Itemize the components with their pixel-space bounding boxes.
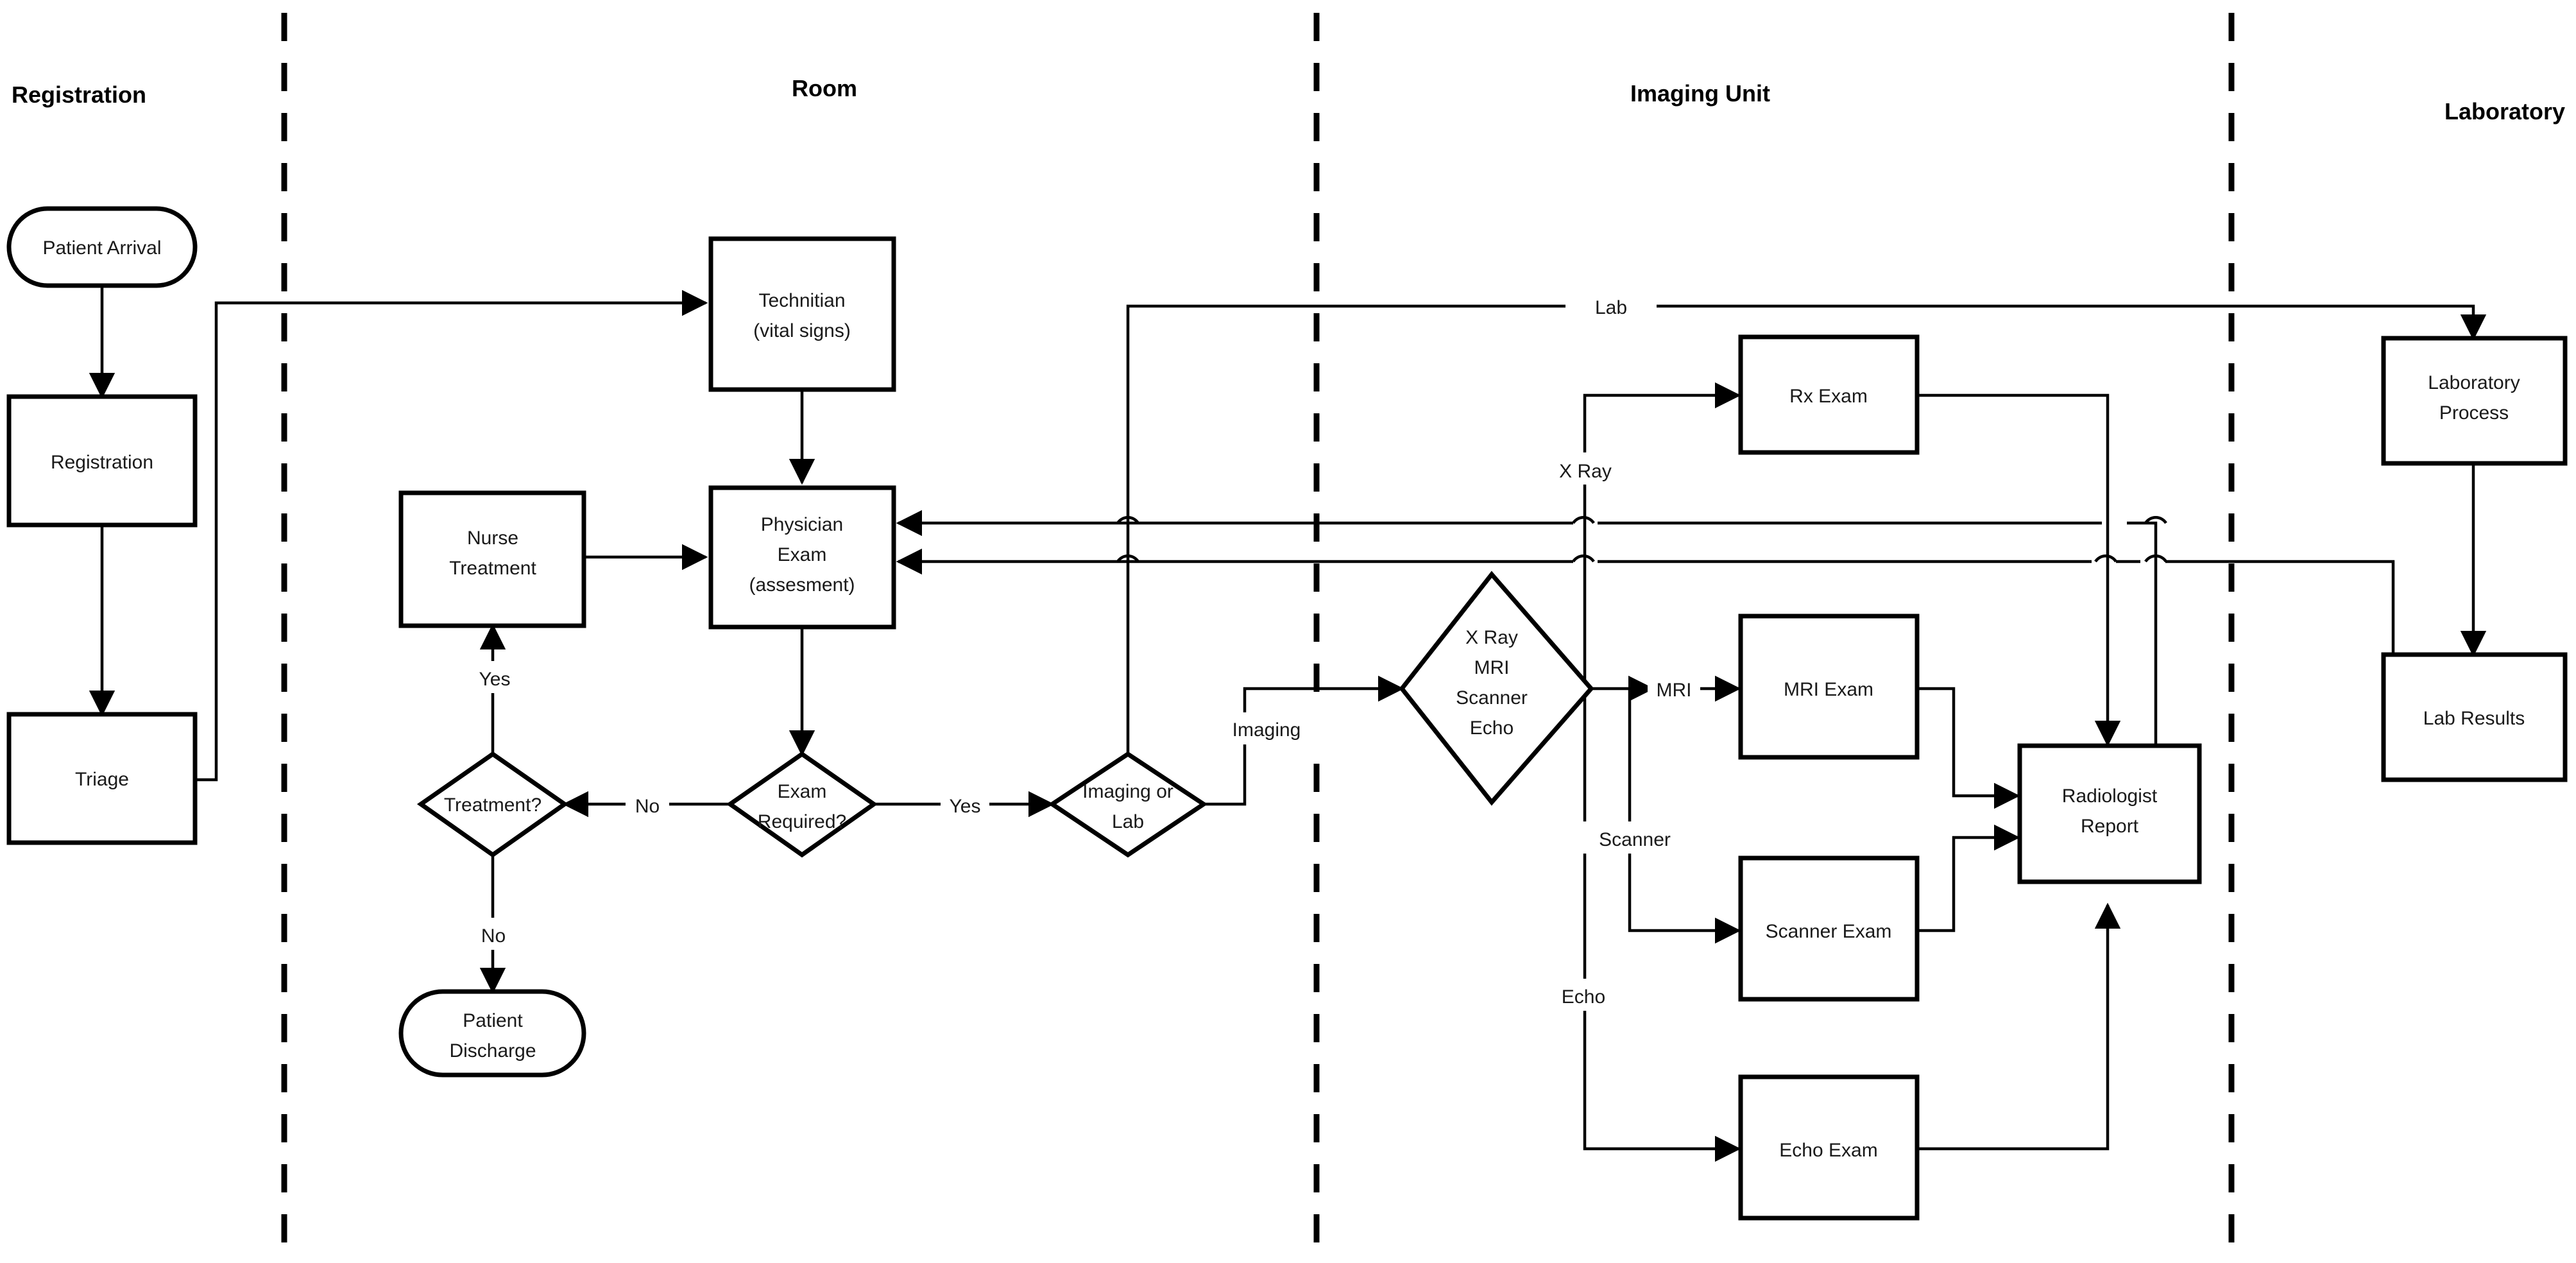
node-label-modality-line4: Echo (1470, 717, 1514, 739)
node-label-radiologist-line1: Radiologist (2062, 786, 2158, 807)
node-label-nurse-line1: Nurse (467, 528, 518, 549)
node-exam-required-decision[interactable]: Exam Required? (726, 751, 878, 858)
node-label-physician-line1: Physician (761, 514, 843, 535)
edge-label-group-x-ray: X Ray (1537, 452, 1634, 485)
node-label-technitian-line2: (vital signs) (753, 320, 851, 341)
line-hop-2 (1116, 554, 1139, 563)
node-triage[interactable]: Triage (6, 712, 198, 845)
lane-title-laboratory: Laboratory (2444, 98, 2565, 125)
edge-label-group-no-treatment: No (472, 918, 515, 950)
node-label-physician-line2: Exam (778, 544, 827, 565)
edge-label-yes-exam: Yes (950, 796, 981, 817)
node-radiologist-report[interactable]: Radiologist Report (2017, 743, 2202, 884)
edge-lab-results-to-physician-return (2165, 560, 2395, 696)
node-modality-decision[interactable]: X Ray MRI Scanner Echo (1399, 571, 1594, 806)
edge-label-group-yes-exam: Yes (941, 788, 989, 820)
edge-radiologist-to-physician-return (2127, 521, 2158, 744)
edge-scanner-exam-to-radiologist (1915, 824, 2020, 932)
node-label-nurse-line2: Treatment (449, 558, 536, 579)
line-hop-6 (2144, 554, 2167, 563)
node-label-modality-line1: X Ray (1465, 627, 1518, 648)
node-label-registration: Registration (51, 452, 153, 473)
edge-label-lab: Lab (1595, 297, 1627, 318)
line-hop-4 (1572, 554, 1595, 563)
edge-modality-echo-to-echo-exam (1583, 689, 1741, 1162)
edge-echo-exam-to-radiologist (1915, 902, 2121, 1151)
line-hop-3 (1572, 516, 1595, 524)
lane-title-registration: Registration (12, 82, 146, 108)
edge-label-group-lab: Lab (1565, 290, 1657, 322)
lane-dividers (281, 13, 2235, 1251)
lane-title-room: Room (792, 75, 857, 101)
node-nurse-treatment[interactable]: Nurse Treatment (398, 490, 586, 628)
edge-modality-scanner-to-scanner-exam (1628, 689, 1741, 944)
edge-label-no-exam: No (635, 796, 660, 817)
line-hop-1 (1116, 516, 1139, 524)
node-scanner-exam[interactable]: Scanner Exam (1738, 855, 1920, 1002)
edge-imaging-or-lab-to-modality (1203, 675, 1404, 806)
node-label-imaging-or-lab-line2: Lab (1112, 811, 1144, 832)
node-technitian[interactable]: Technitian (vital signs) (708, 236, 896, 392)
node-label-discharge-line1: Patient (463, 1010, 523, 1031)
node-label-exam-required-line2: Required? (758, 811, 846, 832)
node-label-modality-line3: Scanner (1456, 687, 1528, 709)
edge-imaging-or-lab-to-lab-process (1126, 304, 1565, 757)
lane-title-imaging: Imaging Unit (1630, 80, 1770, 107)
node-echo-exam[interactable]: Echo Exam (1738, 1074, 1920, 1221)
edge-label-group-mri: MRI (1648, 673, 1700, 705)
node-label-discharge-line2: Discharge (449, 1040, 536, 1061)
edge-label-mri: MRI (1657, 680, 1692, 701)
node-label-lab-process-line1: Laboratory (2428, 372, 2520, 393)
node-patient-arrival[interactable]: Patient Arrival (6, 206, 198, 288)
node-physician-exam[interactable]: Physician Exam (assesment) (708, 485, 896, 630)
node-rx-exam[interactable]: Rx Exam (1738, 334, 1920, 455)
node-label-exam-required-line1: Exam (778, 781, 827, 802)
node-lab-results[interactable]: Lab Results (2381, 652, 2568, 782)
edge-triage-to-technitian (192, 289, 708, 782)
node-label-lab-process-line2: Process (2439, 402, 2509, 424)
node-label-modality-line2: MRI (1474, 657, 1510, 678)
node-label-treatment-question: Treatment? (444, 795, 542, 816)
node-imaging-or-lab-decision[interactable]: Imaging or Lab (1048, 751, 1208, 858)
node-label-lab-results: Lab Results (2423, 708, 2525, 729)
node-mri-exam[interactable]: MRI Exam (1738, 614, 1920, 760)
edge-rx-exam-to-radiologist (1915, 393, 2121, 747)
node-label-mri-exam: MRI Exam (1784, 679, 1873, 700)
node-registration[interactable]: Registration (6, 394, 198, 528)
edge-modality-xray-to-rx-exam (1583, 382, 1741, 689)
edge-label-echo: Echo (1562, 986, 1605, 1008)
edge-label-group-imaging: Imaging (1211, 712, 1322, 744)
flow-connectors: Treatment? --> Imaging or Lab --> Nurse … (89, 286, 2487, 1162)
edge-mri-exam-to-radiologist (1915, 687, 2020, 809)
node-treatment-decision[interactable]: Treatment? (416, 751, 569, 858)
node-label-radiologist-line2: Report (2081, 816, 2139, 837)
edge-label-group-yes-treatment: Yes (470, 661, 519, 693)
edge-label-no-treatment: No (481, 925, 506, 947)
edge-lab-top-right-segment (1655, 304, 2487, 341)
line-hop-5 (2144, 516, 2167, 524)
node-label-scanner-exam: Scanner Exam (1766, 921, 1892, 942)
node-label-imaging-or-lab-line1: Imaging or (1082, 781, 1173, 802)
line-hop-7 (2094, 554, 2117, 563)
edge-label-imaging: Imaging (1233, 719, 1301, 741)
edge-label-group-no-exam: No (626, 788, 669, 820)
node-label-physician-line3: (assesment) (749, 574, 855, 596)
node-label-echo-exam: Echo Exam (1779, 1140, 1877, 1161)
edge-label-x-ray: X Ray (1559, 461, 1612, 482)
node-patient-discharge[interactable]: Patient Discharge (398, 989, 586, 1078)
edge-label-yes-treatment: Yes (479, 669, 511, 690)
node-label-patient-arrival: Patient Arrival (42, 237, 161, 259)
node-label-rx-exam: Rx Exam (1789, 386, 1868, 407)
node-laboratory-process[interactable]: Laboratory Process (2381, 336, 2568, 466)
edge-label-scanner: Scanner (1599, 829, 1671, 850)
edge-label-group-scanner: Scanner (1582, 821, 1688, 854)
node-label-triage: Triage (75, 769, 129, 790)
node-label-technitian-line1: Technitian (758, 290, 845, 311)
edge-label-group-echo: Echo (1546, 979, 1621, 1011)
